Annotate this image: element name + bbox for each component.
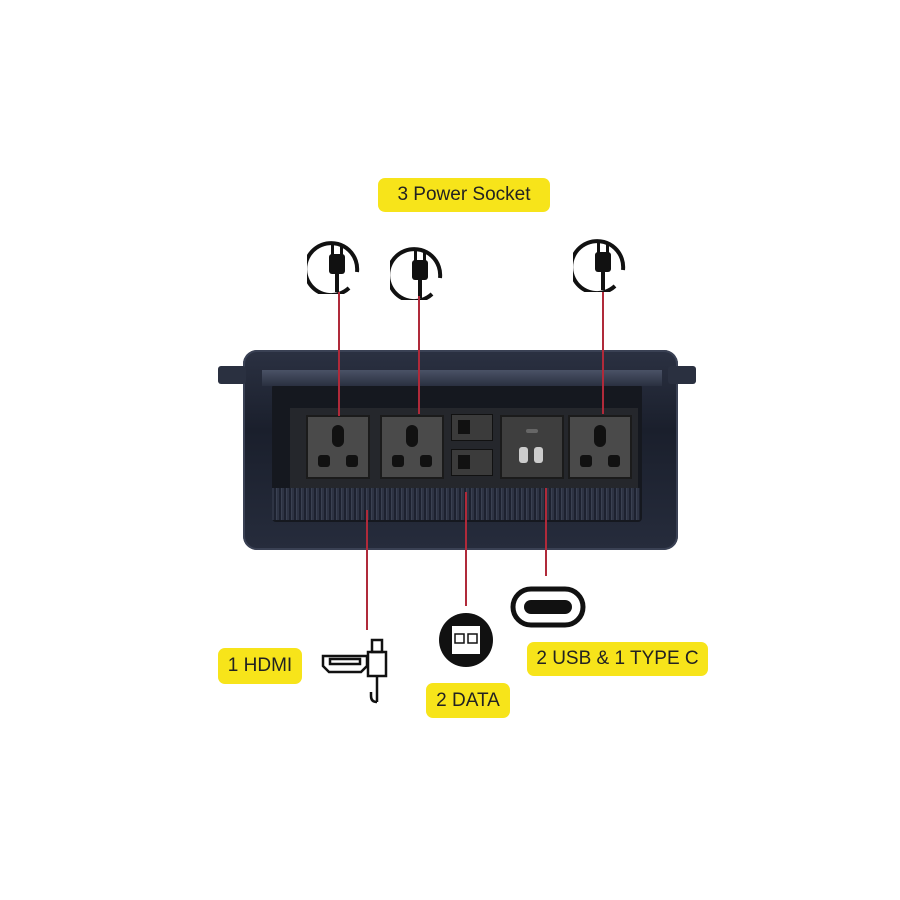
usb-label: 2 USB & 1 TYPE C bbox=[527, 642, 708, 676]
rj45-data-port bbox=[451, 449, 493, 476]
ethernet-port-icon bbox=[439, 613, 493, 667]
usb-charging-module bbox=[500, 415, 564, 479]
leader-line bbox=[366, 510, 368, 630]
lid-hinge bbox=[668, 366, 696, 384]
power-plug-icon bbox=[307, 241, 360, 294]
lid-hinge bbox=[218, 366, 246, 384]
data-label: 2 DATA bbox=[426, 683, 510, 718]
leader-line bbox=[338, 292, 340, 416]
universal-power-socket bbox=[306, 415, 370, 479]
cable-brush-strip bbox=[272, 488, 640, 520]
hdmi-label: 1 HDMI bbox=[218, 648, 302, 684]
rj45-data-port bbox=[451, 414, 493, 441]
usb-c-port-icon bbox=[510, 586, 586, 628]
hdmi-cable-icon bbox=[321, 638, 388, 704]
universal-power-socket bbox=[568, 415, 632, 479]
universal-power-socket bbox=[380, 415, 444, 479]
power-plug-icon bbox=[390, 247, 443, 300]
power-socket-label: 3 Power Socket bbox=[378, 178, 550, 212]
leader-line bbox=[418, 296, 420, 414]
power-plug-icon bbox=[573, 239, 626, 292]
leader-line bbox=[545, 488, 547, 576]
leader-line bbox=[602, 292, 604, 414]
lid-edge bbox=[262, 370, 662, 386]
leader-line bbox=[465, 492, 467, 606]
